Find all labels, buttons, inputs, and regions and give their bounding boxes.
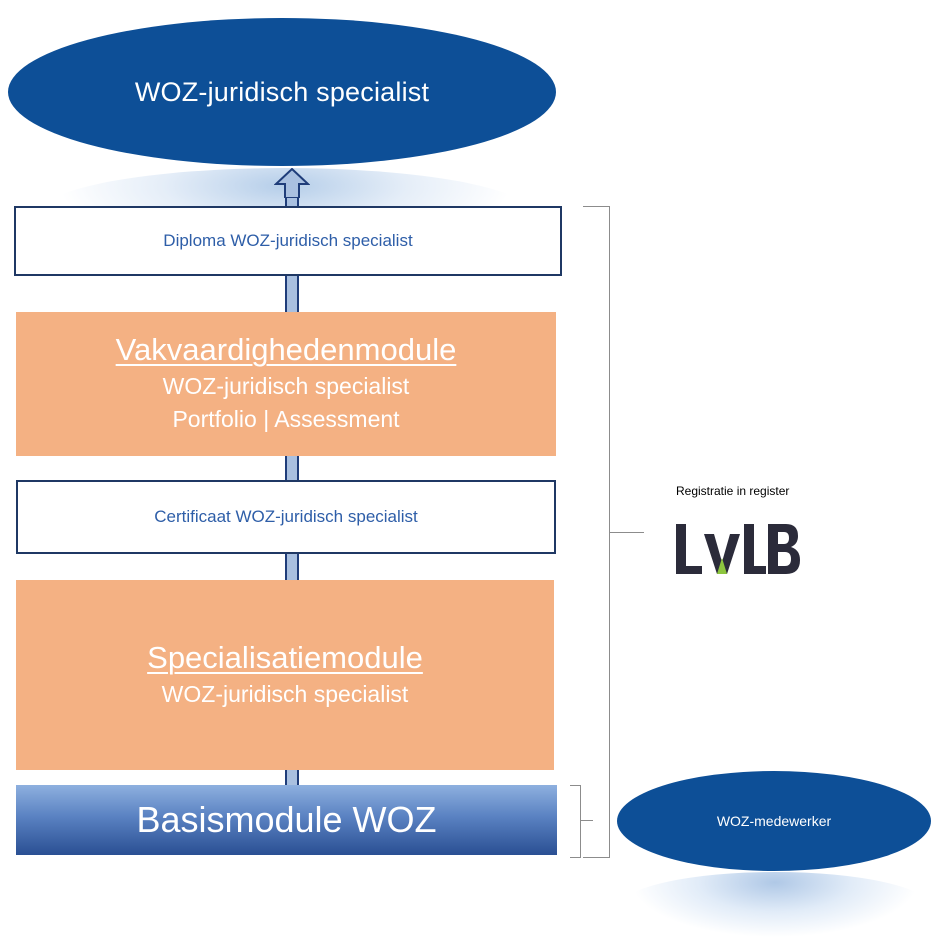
- vakvaardigheden-assessment: Portfolio | Assessment: [172, 406, 400, 433]
- specialisatie-title: Specialisatiemodule: [147, 639, 423, 675]
- medewerker-label: WOZ-medewerker: [716, 813, 832, 829]
- specialisatie-subtitle: WOZ-juridisch specialist: [161, 680, 409, 707]
- basismodule-label: Basismodule WOZ: [136, 799, 437, 840]
- basismodule-bar: Basismodule WOZ: [16, 785, 557, 855]
- goal-ellipse: WOZ-juridisch specialist: [8, 18, 556, 166]
- vakvaardigheden-module: Vakvaardighedenmodule WOZ-juridisch spec…: [16, 312, 556, 456]
- medewerker-bracket: [570, 785, 581, 858]
- certificaat-label: Certificaat WOZ-juridisch specialist: [154, 507, 418, 526]
- lvlb-logo: [676, 524, 800, 574]
- specialisatie-module: Specialisatiemodule WOZ-juridisch specia…: [16, 580, 554, 770]
- register-bracket-tick: [610, 532, 644, 533]
- vakvaardigheden-subtitle: WOZ-juridisch specialist: [162, 373, 410, 400]
- medewerker-ellipse-reflection: [620, 872, 930, 942]
- progression-arrow-head: [274, 168, 310, 198]
- registration-label: Registratie in register: [676, 484, 790, 498]
- medewerker-ellipse: WOZ-medewerker: [617, 771, 931, 871]
- register-bracket: [583, 206, 610, 858]
- vakvaardigheden-title: Vakvaardighedenmodule: [115, 332, 457, 368]
- diploma-box: Diploma WOZ-juridisch specialist: [14, 206, 562, 276]
- certificaat-box: Certificaat WOZ-juridisch specialist: [16, 480, 556, 554]
- goal-label: WOZ-juridisch specialist: [134, 76, 430, 107]
- medewerker-bracket-tick: [581, 820, 593, 821]
- diploma-label: Diploma WOZ-juridisch specialist: [163, 231, 413, 250]
